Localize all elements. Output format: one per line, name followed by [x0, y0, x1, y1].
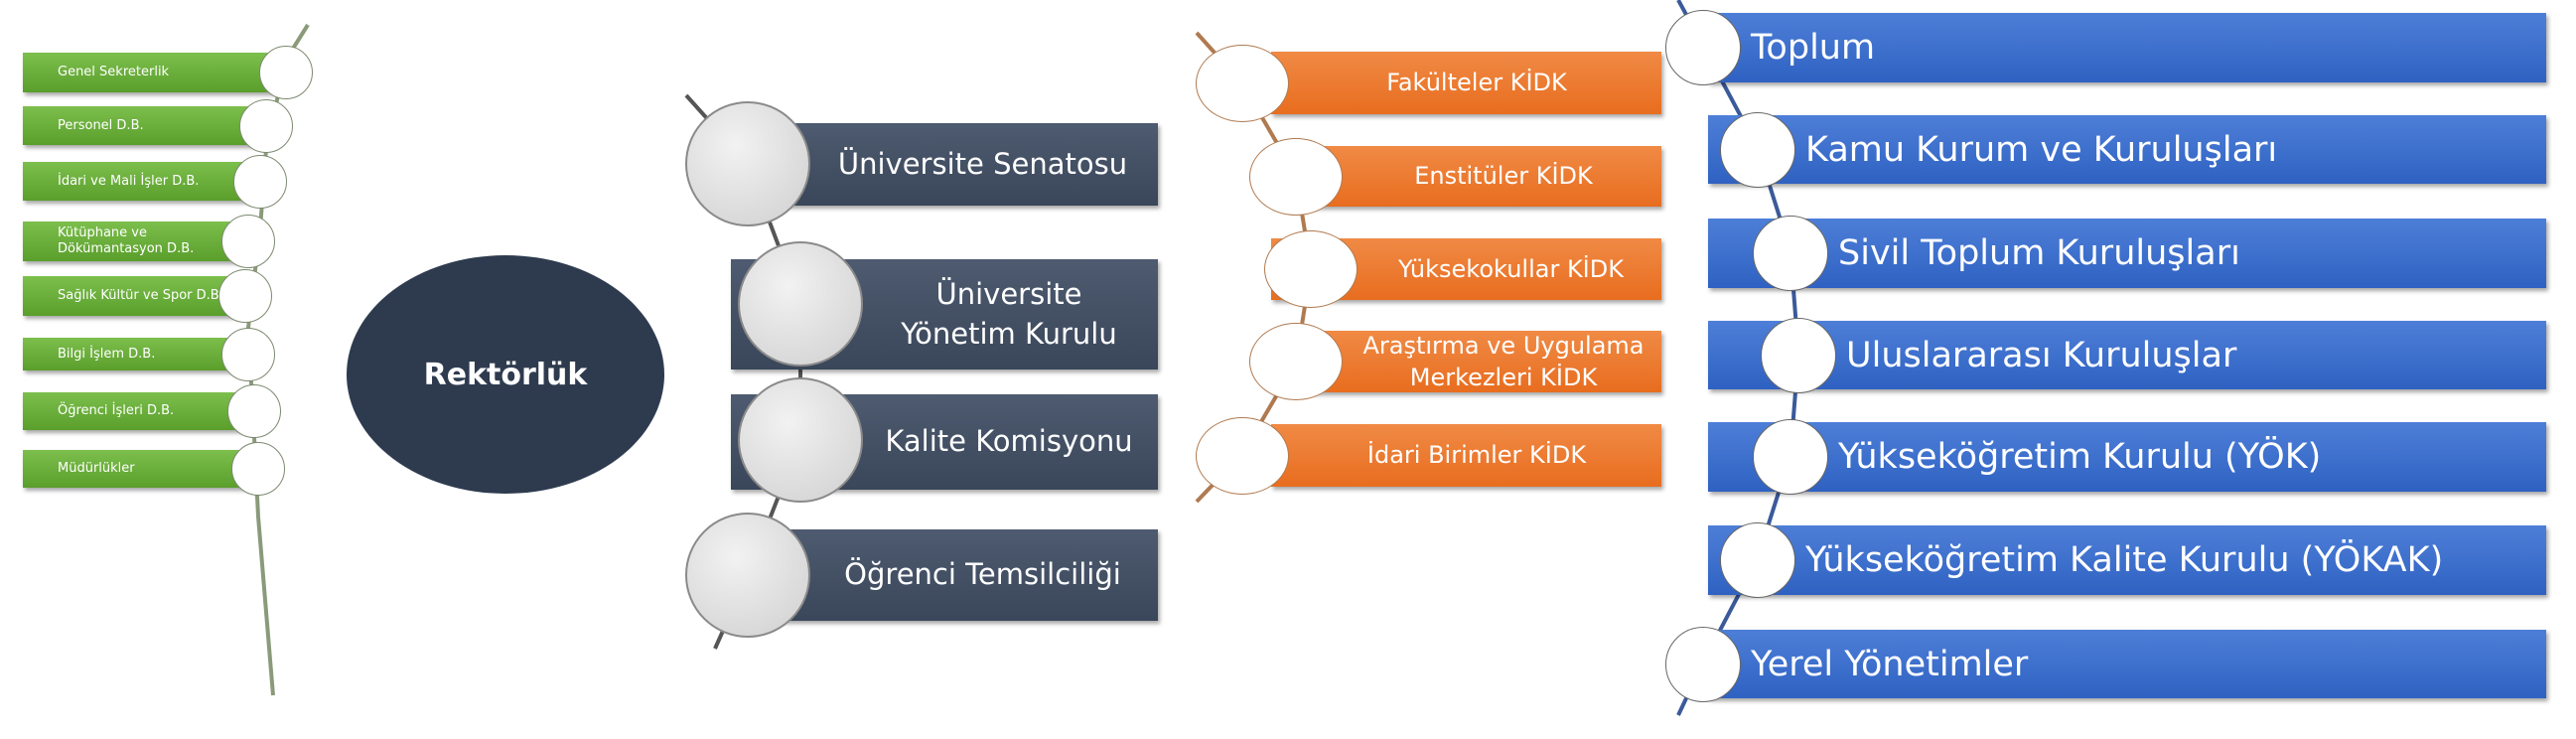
stakeholder-box: Sivil Toplum Kuruluşları: [1708, 219, 2546, 288]
stakeholder-box: Yükseköğretim Kurulu (YÖK): [1708, 422, 2546, 492]
circle-marker-icon: [221, 215, 275, 268]
circle-marker-icon: [1249, 323, 1343, 400]
admin-unit-box: Müdürlükler: [23, 450, 258, 488]
stakeholder-box: Uluslararası Kuruluşlar: [1708, 321, 2546, 389]
circle-marker-icon: [1665, 10, 1741, 85]
stakeholder-box: Toplum: [1708, 13, 2546, 82]
circle-marker-icon: [259, 46, 313, 99]
kidk-box: Fakülteler KİDK: [1271, 52, 1661, 114]
admin-unit-box: Personel D.B.: [23, 106, 266, 145]
circle-marker-icon: [227, 384, 281, 438]
circle-marker-icon: [218, 269, 272, 323]
admin-unit-box: Kütüphane ve Dökümantasyon D.B.: [23, 222, 248, 261]
circle-marker-icon: [1761, 317, 1836, 393]
circle-marker-icon: [1196, 44, 1289, 122]
circle-marker-icon: [231, 442, 285, 496]
admin-unit-box: Sağlık Kültür ve Spor D.B.: [23, 276, 245, 316]
circle-marker-icon: [1249, 137, 1343, 216]
circle-marker-icon: [1720, 522, 1795, 598]
circle-marker-icon: [738, 241, 863, 367]
circle-marker-icon: [239, 98, 293, 153]
circle-marker-icon: [1665, 626, 1741, 702]
circle-marker-icon: [233, 154, 287, 209]
circle-marker-icon: [685, 513, 810, 638]
kidk-box: İdari Birimler KİDK: [1271, 424, 1661, 487]
admin-unit-box: Bilgi İşlem D.B.: [23, 338, 248, 370]
stakeholder-box: Yükseköğretim Kalite Kurulu (YÖKAK): [1708, 525, 2546, 595]
rektorluk-node: Rektörlük: [347, 255, 664, 494]
stakeholder-box: Kamu Kurum ve Kuruluşları: [1708, 115, 2546, 184]
circle-marker-icon: [685, 101, 810, 226]
circle-marker-icon: [1264, 230, 1358, 308]
circle-marker-icon: [1720, 111, 1795, 188]
admin-unit-box: Genel Sekreterlik: [23, 53, 286, 92]
circle-marker-icon: [221, 327, 275, 381]
admin-unit-box: Öğrenci İşleri D.B.: [23, 392, 254, 430]
admin-unit-box: İdari ve Mali İşler D.B.: [23, 162, 260, 201]
circle-marker-icon: [738, 377, 863, 503]
stakeholder-box: Yerel Yönetimler: [1708, 630, 2546, 698]
circle-marker-icon: [1753, 419, 1828, 495]
circle-marker-icon: [1196, 416, 1289, 495]
circle-marker-icon: [1753, 216, 1828, 291]
